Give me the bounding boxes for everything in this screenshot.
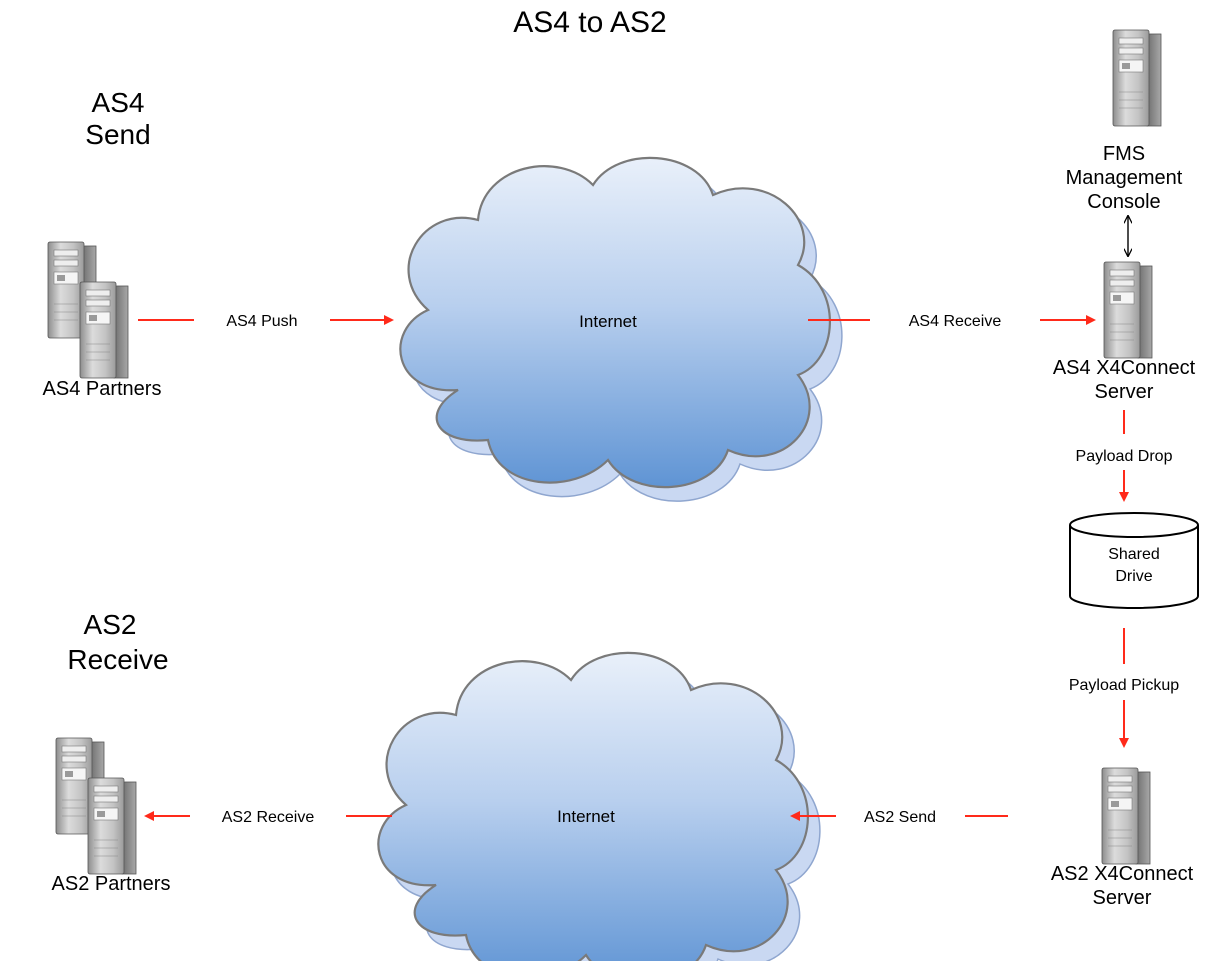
shared-drive-label-2: Drive <box>1115 568 1152 585</box>
edge-label-payload-drop: Payload Drop <box>1076 448 1173 465</box>
as2-server-icon <box>1101 767 1151 865</box>
fms-console-label-2: Management <box>1066 167 1183 189</box>
as2-server-label-2: Server <box>1093 887 1152 909</box>
as4-partners-label: AS4 Partners <box>43 378 162 400</box>
edge-label-payload-pickup: Payload Pickup <box>1069 677 1179 694</box>
edge-label-as4-receive: AS4 Receive <box>909 313 1002 330</box>
as2-server-label-1: AS2 X4Connect <box>1051 863 1194 885</box>
shared-drive-icon <box>1069 512 1199 609</box>
fms-console-server-icon <box>1112 29 1162 127</box>
edge-label-as2-send: AS2 Send <box>864 809 936 826</box>
as4-server-label-1: AS4 X4Connect <box>1053 357 1196 379</box>
edge-label-as2-receive: AS2 Receive <box>222 809 315 826</box>
as2-partners-label: AS2 Partners <box>52 873 171 895</box>
as4-partners-server-icon <box>47 241 129 379</box>
fms-console-label-1: FMS <box>1103 143 1145 165</box>
shared-drive-label-1: Shared <box>1108 546 1160 563</box>
section-label-as2: AS2 <box>84 609 137 640</box>
section-label-send: Send <box>85 119 150 150</box>
cloud-label-bottom: Internet <box>557 807 615 826</box>
section-label-as4: AS4 <box>92 87 145 118</box>
as2-partners-server-icon <box>55 737 137 875</box>
as4-server-icon <box>1103 261 1153 359</box>
cloud-label-top: Internet <box>579 312 637 331</box>
section-label-receive: Receive <box>67 644 168 675</box>
as4-server-label-2: Server <box>1095 381 1154 403</box>
fms-console-label-3: Console <box>1087 191 1160 213</box>
diagram-title: AS4 to AS2 <box>513 6 666 39</box>
edge-label-as4-push: AS4 Push <box>226 313 297 330</box>
